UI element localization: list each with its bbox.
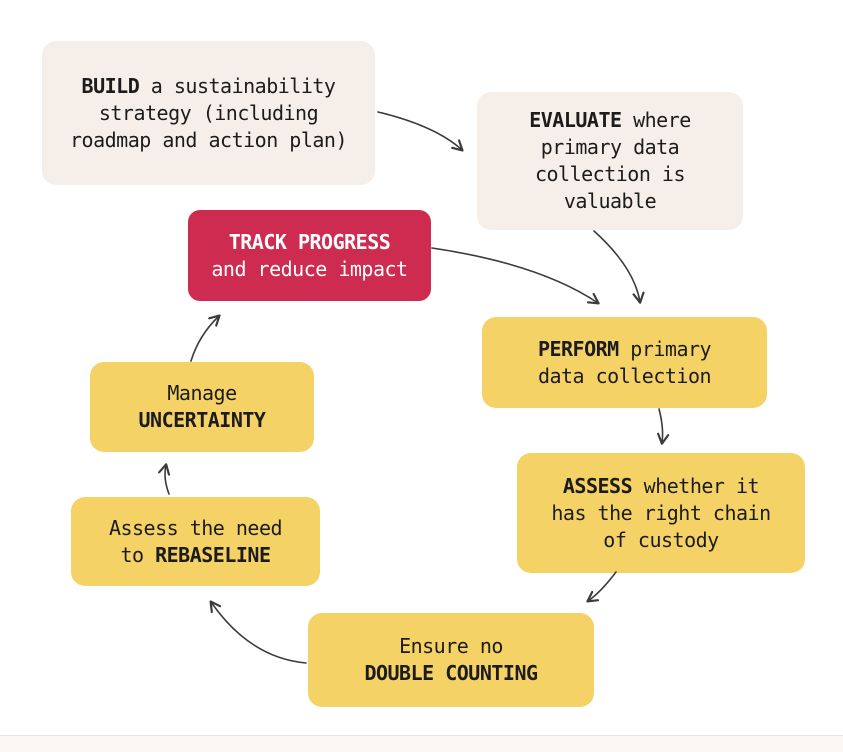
node-label-text: roadmap and action plan) — [70, 127, 347, 152]
arrow-rebaseline-to-uncertainty — [158, 463, 171, 495]
node-label-text: to — [120, 542, 156, 567]
node-label-text: primary data — [540, 135, 680, 159]
node-label-text: valuable — [563, 189, 657, 213]
node-double-counting: Ensure no DOUBLE COUNTING — [308, 613, 594, 707]
node-label-bold: BUILD — [81, 73, 140, 98]
node-label-text: of custody — [603, 527, 719, 552]
arrow-build-to-evaluate — [377, 111, 464, 152]
node-label-bold: DOUBLE COUNTING — [364, 661, 538, 685]
arrow-uncertainty-to-track-progress — [190, 314, 221, 362]
node-label-bold: TRACK PROGRESS — [228, 229, 391, 254]
arrow-evaluate-to-perform — [593, 230, 645, 304]
arrow-assess-to-double-counting — [586, 571, 617, 603]
node-label-text: data collection — [537, 363, 712, 388]
arrow-track-progress-to-perform — [431, 247, 600, 305]
node-label-bold: REBASELINE — [155, 542, 271, 567]
node-label-bold: UNCERTAINTY — [138, 408, 266, 432]
node-label-text: primary — [618, 336, 712, 361]
node-label-text: whether it — [632, 473, 760, 498]
node-label-text: has the right chain — [551, 500, 771, 525]
arrow-double-counting-to-rebaseline — [209, 600, 307, 664]
node-label-text: Manage — [167, 381, 237, 405]
node-label-text: a sustainability — [139, 73, 336, 98]
node-label-text: where — [621, 108, 691, 132]
node-label-bold: ASSESS — [562, 473, 633, 498]
node-label-text: and reduce impact — [211, 256, 408, 281]
node-label-text: collection is — [534, 162, 686, 186]
node-label-bold: PERFORM — [537, 336, 619, 361]
node-label-text: Ensure no — [399, 634, 503, 658]
node-label-text: Assess the need — [108, 515, 283, 540]
node-label-bold: EVALUATE — [529, 108, 622, 132]
node-evaluate: EVALUATE where primary data collection is v… — [477, 92, 743, 230]
node-label-text: strategy (including — [98, 100, 319, 125]
arrow-perform-to-assess — [657, 408, 670, 445]
bottom-page-edge — [0, 735, 843, 752]
